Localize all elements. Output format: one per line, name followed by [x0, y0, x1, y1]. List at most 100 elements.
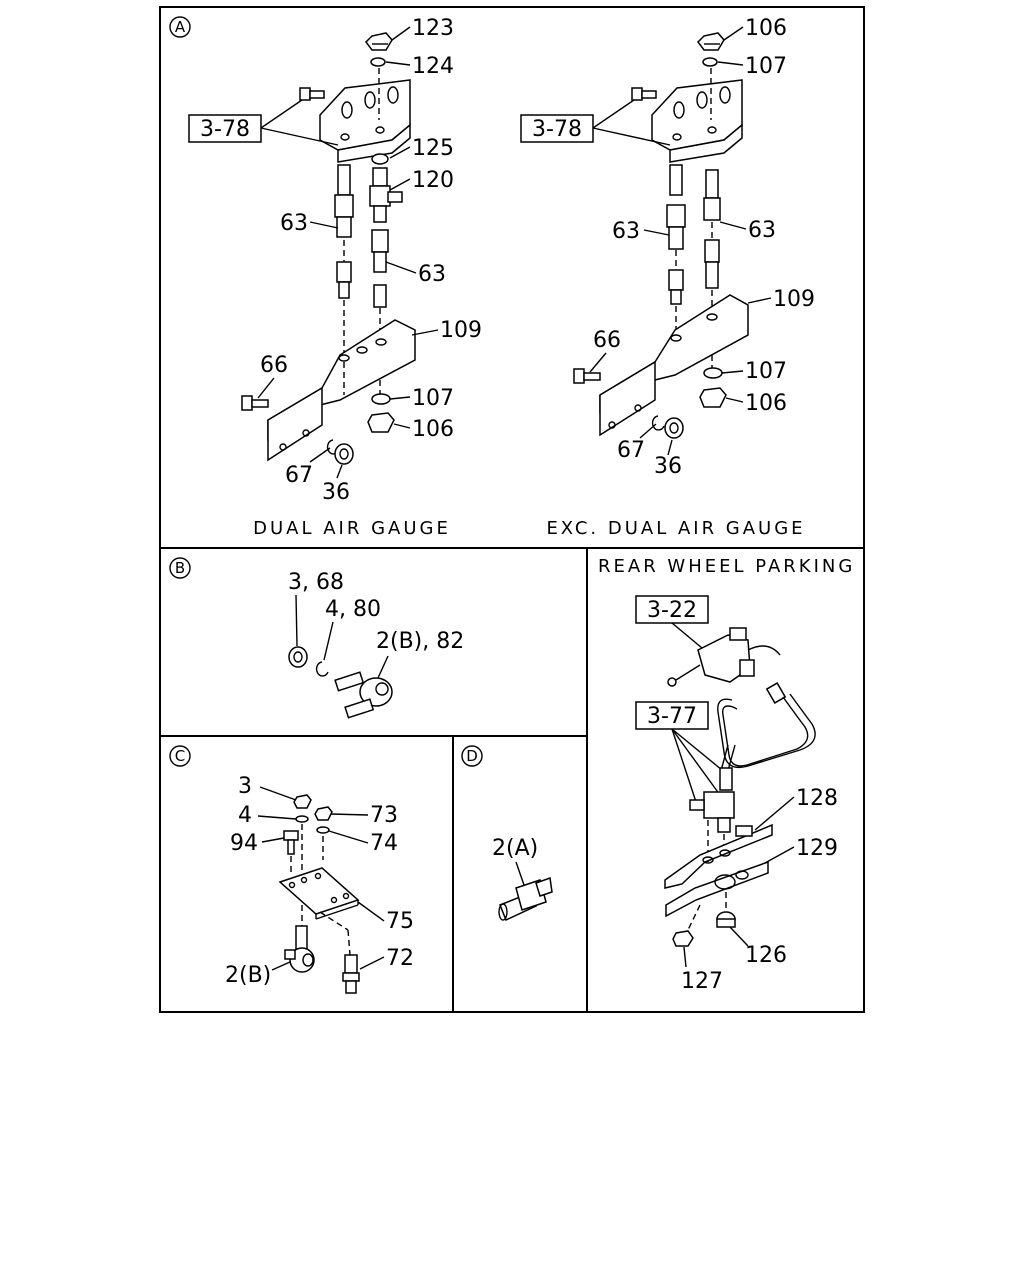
svg-text:67: 67: [617, 438, 645, 463]
hose-fitting-icon: [334, 164, 354, 299]
svg-text:36: 36: [322, 480, 350, 505]
exc-dual-air-gauge-assembly: 3-78 106 107 63 63 109 66 107 106 67 36: [520, 16, 815, 539]
svg-text:106: 106: [745, 391, 787, 416]
svg-text:120: 120: [412, 168, 454, 193]
svg-text:B: B: [175, 559, 185, 577]
svg-text:127: 127: [681, 969, 723, 994]
section-marker-c: C: [169, 745, 191, 767]
callout-labels: 3, 68 4, 80 2(B), 82: [288, 570, 464, 654]
leader-lines: [257, 26, 439, 479]
washer-icon: [371, 393, 391, 405]
svg-text:75: 75: [386, 909, 414, 934]
svg-text:67: 67: [285, 463, 313, 488]
hose-fitting-icon: [666, 164, 686, 305]
tee-fitting-icon: [369, 167, 403, 223]
svg-text:2(A): 2(A): [492, 836, 538, 861]
svg-text:4, 80: 4, 80: [325, 597, 381, 622]
leader-lines: [589, 26, 772, 456]
mounting-plate-icon: [665, 860, 769, 918]
tee-fitting-icon: [689, 767, 735, 833]
section-marker-a: A: [169, 16, 191, 38]
svg-text:128: 128: [796, 786, 838, 811]
mounting-bracket-icon: [664, 823, 773, 889]
svg-text:4: 4: [238, 803, 252, 828]
bolt-icon: [241, 395, 269, 411]
hose-fitting-icon: [342, 954, 360, 994]
svg-text:D: D: [466, 747, 478, 765]
svg-text:A: A: [175, 18, 186, 36]
svg-text:3, 68: 3, 68: [288, 570, 344, 595]
svg-text:73: 73: [370, 803, 398, 828]
svg-text:2(B): 2(B): [225, 963, 271, 988]
bolt-icon: [631, 87, 657, 101]
reference-box: 3-77: [635, 701, 709, 730]
callout-labels: 2(A): [492, 836, 538, 861]
upper-bracket-icon: [651, 79, 743, 163]
washer-icon: [702, 57, 718, 67]
lower-bracket-icon: [267, 319, 416, 462]
svg-text:124: 124: [412, 54, 454, 79]
hose-fitting-icon: [371, 229, 389, 308]
svg-text:109: 109: [440, 318, 482, 343]
svg-text:3-22: 3-22: [647, 598, 697, 623]
svg-text:106: 106: [745, 16, 787, 41]
svg-text:107: 107: [745, 359, 787, 384]
svg-text:107: 107: [745, 54, 787, 79]
leader-lines: [295, 594, 389, 679]
reference-box: 3-78: [520, 114, 594, 143]
leader-lines: [683, 796, 795, 968]
diagram-frame: [159, 6, 865, 1013]
svg-text:94: 94: [230, 831, 258, 856]
svg-text:3-77: 3-77: [647, 704, 697, 729]
svg-text:106: 106: [412, 417, 454, 442]
reference-box: 3-78: [188, 114, 262, 143]
nut-icon: [365, 32, 393, 51]
svg-text:3: 3: [238, 774, 252, 799]
tee-fitting-icon: [334, 671, 393, 719]
svg-text:63: 63: [280, 211, 308, 236]
washer-icon: [316, 826, 330, 834]
svg-text:3-78: 3-78: [532, 117, 582, 142]
dual-air-gauge-assembly: 3-78 123 124 125 120 63 63 109 66 107 10…: [188, 16, 482, 539]
hose-fitting-icon: [703, 169, 721, 289]
svg-text:63: 63: [748, 218, 776, 243]
svg-text:72: 72: [386, 946, 414, 971]
nut-icon: [367, 412, 395, 433]
snap-ring-icon: [651, 415, 665, 431]
washer-icon: [371, 153, 389, 165]
svg-text:107: 107: [412, 386, 454, 411]
nut-icon: [716, 911, 736, 928]
svg-text:109: 109: [773, 287, 815, 312]
nut-icon: [697, 32, 725, 51]
svg-text:63: 63: [612, 219, 640, 244]
leader-line: [515, 861, 525, 886]
callout-labels: 3 4 73 94 74 75 2(B) 72: [225, 774, 414, 988]
bolt-icon: [299, 87, 325, 101]
section-d: D 2(A): [461, 745, 553, 922]
callout-labels: 128 129 126 127: [681, 786, 838, 994]
svg-text:66: 66: [593, 328, 621, 353]
valve-assembly-icon: [667, 627, 787, 704]
caption-rear-wheel-parking: REAR WHEEL PARKING: [598, 556, 855, 577]
snap-ring-icon: [315, 661, 329, 677]
section-rear-wheel-parking: REAR WHEEL PARKING 3-22 3-77: [598, 556, 855, 994]
washer-icon: [295, 815, 309, 823]
washer-icon: [703, 367, 723, 379]
bolt-icon: [573, 368, 601, 384]
upper-bracket-icon: [319, 79, 411, 163]
svg-text:36: 36: [654, 454, 682, 479]
nut-icon: [672, 930, 694, 947]
svg-text:C: C: [175, 747, 185, 765]
tee-fitting-icon: [284, 925, 315, 973]
svg-text:129: 129: [796, 836, 838, 861]
svg-text:63: 63: [418, 262, 446, 287]
leader-lines: [257, 786, 385, 971]
section-b: B 3, 68 4, 80 2(B), 82: [169, 557, 464, 719]
svg-text:125: 125: [412, 136, 454, 161]
plate-icon: [278, 867, 360, 920]
nut-icon: [314, 806, 333, 821]
svg-text:2(B), 82: 2(B), 82: [376, 629, 464, 654]
nut-icon: [699, 387, 727, 408]
caption-dual-air-gauge: DUAL AIR GAUGE: [253, 518, 451, 539]
